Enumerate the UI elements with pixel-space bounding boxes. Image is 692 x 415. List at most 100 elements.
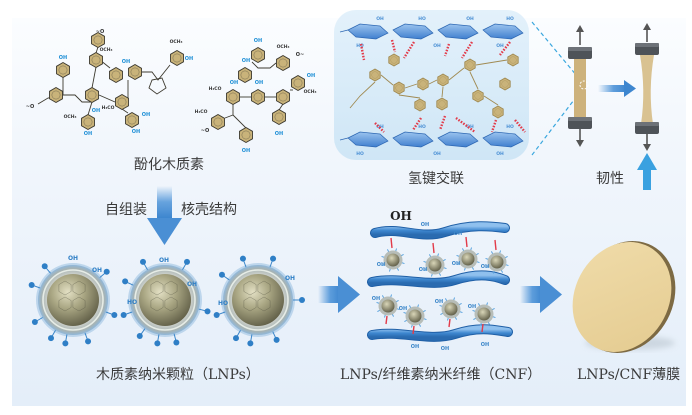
- benzene-ring: [85, 86, 99, 104]
- surface-group: [218, 271, 225, 278]
- benzene-ring: [115, 93, 129, 111]
- hydrogen-bond: [432, 242, 435, 254]
- surface-group: [154, 340, 161, 347]
- surface-group: [299, 297, 305, 303]
- chem-bond: [349, 81, 376, 109]
- chem-bond: [380, 74, 394, 86]
- chem-label: OCH₃: [170, 39, 183, 45]
- chem-label: OCH₃: [304, 89, 317, 95]
- chem-label: OH: [496, 151, 504, 157]
- fiber-hydroxyl-label: OH: [390, 209, 412, 223]
- hydroxyl-label: OH: [68, 255, 78, 262]
- particle-core: [477, 307, 491, 321]
- shell-ring: [42, 269, 104, 331]
- hydrogen-bonds: [359, 39, 526, 133]
- particle-core: [47, 274, 99, 326]
- hydroxyl-label: OH: [377, 262, 385, 268]
- specimen-strip: [574, 59, 586, 117]
- core-structure-ring: [58, 280, 72, 296]
- chem-bond: [339, 137, 349, 141]
- benzene-ring: [91, 31, 105, 49]
- chem-bond: [441, 86, 444, 98]
- benzene-ring: [499, 77, 511, 91]
- chem-bond: [475, 59, 508, 66]
- chem-bond: [142, 64, 171, 81]
- surface-group: [31, 319, 38, 325]
- glucose-ring: [392, 23, 434, 40]
- chem-label: OH: [376, 16, 384, 22]
- chem-bond: [224, 104, 234, 119]
- specimen-strip-stretched: [640, 55, 654, 124]
- surface-group: [273, 336, 280, 343]
- chem-label: OH: [59, 55, 67, 61]
- surface-group: [48, 335, 54, 342]
- chem-label: OH: [242, 148, 250, 154]
- hydrogen-bond: [385, 315, 388, 325]
- surface-group: [103, 268, 110, 275]
- chem-label: OH: [122, 59, 130, 65]
- surface-group: [111, 312, 118, 319]
- label-film: LNPs/CNF薄膜: [577, 367, 681, 383]
- core-structure-ring: [243, 280, 257, 296]
- chem-label: HO: [356, 43, 364, 49]
- hydroxyl-label: HO: [127, 299, 137, 306]
- core-structure-ring: [257, 280, 271, 296]
- hydrogen-bond: [359, 43, 366, 61]
- hydroxyl-label: OH: [452, 261, 460, 267]
- particle-core: [444, 302, 458, 316]
- chem-label: HO: [418, 16, 426, 22]
- chem-label: OH: [254, 38, 262, 44]
- glucose-ring: [437, 131, 479, 148]
- core-structure-ring: [150, 280, 164, 296]
- particle-core: [139, 274, 191, 326]
- chem-label: OH: [242, 58, 250, 64]
- chem-label: OH: [142, 112, 150, 118]
- chem-bond: [98, 94, 116, 103]
- tensile-specimen-after: [635, 23, 659, 151]
- label-lnps-cnf: LNPs/纤维素纳米纤维（CNF）: [340, 367, 542, 383]
- core-structure-ring: [150, 296, 164, 312]
- particle-core: [408, 309, 422, 323]
- surface-group: [204, 308, 211, 315]
- zoom-guide-line-bottom: [531, 91, 581, 156]
- core-structure-ring: [243, 296, 257, 312]
- label-core-shell: 核壳结构: [181, 202, 237, 218]
- hydrogen-bond: [490, 119, 498, 133]
- chem-label: OH: [230, 80, 238, 86]
- shell-ring: [134, 269, 196, 331]
- hydroxyl-label: OH: [454, 231, 462, 237]
- particle-core: [461, 252, 475, 266]
- hydroxyl-label: OH: [441, 346, 449, 352]
- benzene-ring: [276, 54, 290, 72]
- particle-core: [428, 258, 442, 272]
- hydroxyl-label: OH: [419, 267, 427, 273]
- embedded-nanoparticle: OH: [468, 302, 496, 333]
- hydrogen-bond: [455, 117, 476, 133]
- arrow-right-icon: [520, 276, 562, 313]
- chem-label: OCH₃: [277, 44, 290, 50]
- hydrogen-bond: [402, 41, 416, 59]
- embedded-nanoparticle: OH: [435, 297, 463, 328]
- hydrogen-bond: [443, 43, 451, 57]
- benzene-ring: [414, 98, 426, 112]
- surface-group: [233, 335, 239, 342]
- chem-label: H₃CO: [209, 86, 222, 92]
- chem-label: ~O: [201, 128, 209, 134]
- surface-group: [140, 258, 146, 265]
- surface-group: [28, 281, 35, 288]
- chem-label: OH: [132, 129, 140, 135]
- embedded-nanoparticle: OH: [452, 236, 480, 271]
- core-structure-ring: [58, 296, 72, 312]
- surface-group: [120, 312, 127, 319]
- surface-group: [173, 339, 180, 346]
- chem-label: H₃CO: [102, 105, 115, 111]
- chem-label: HO: [356, 151, 364, 157]
- benzene-ring: [81, 113, 95, 131]
- core-structure-ring: [72, 280, 86, 296]
- chem-bond: [428, 79, 438, 85]
- benzene-ring: [170, 49, 184, 67]
